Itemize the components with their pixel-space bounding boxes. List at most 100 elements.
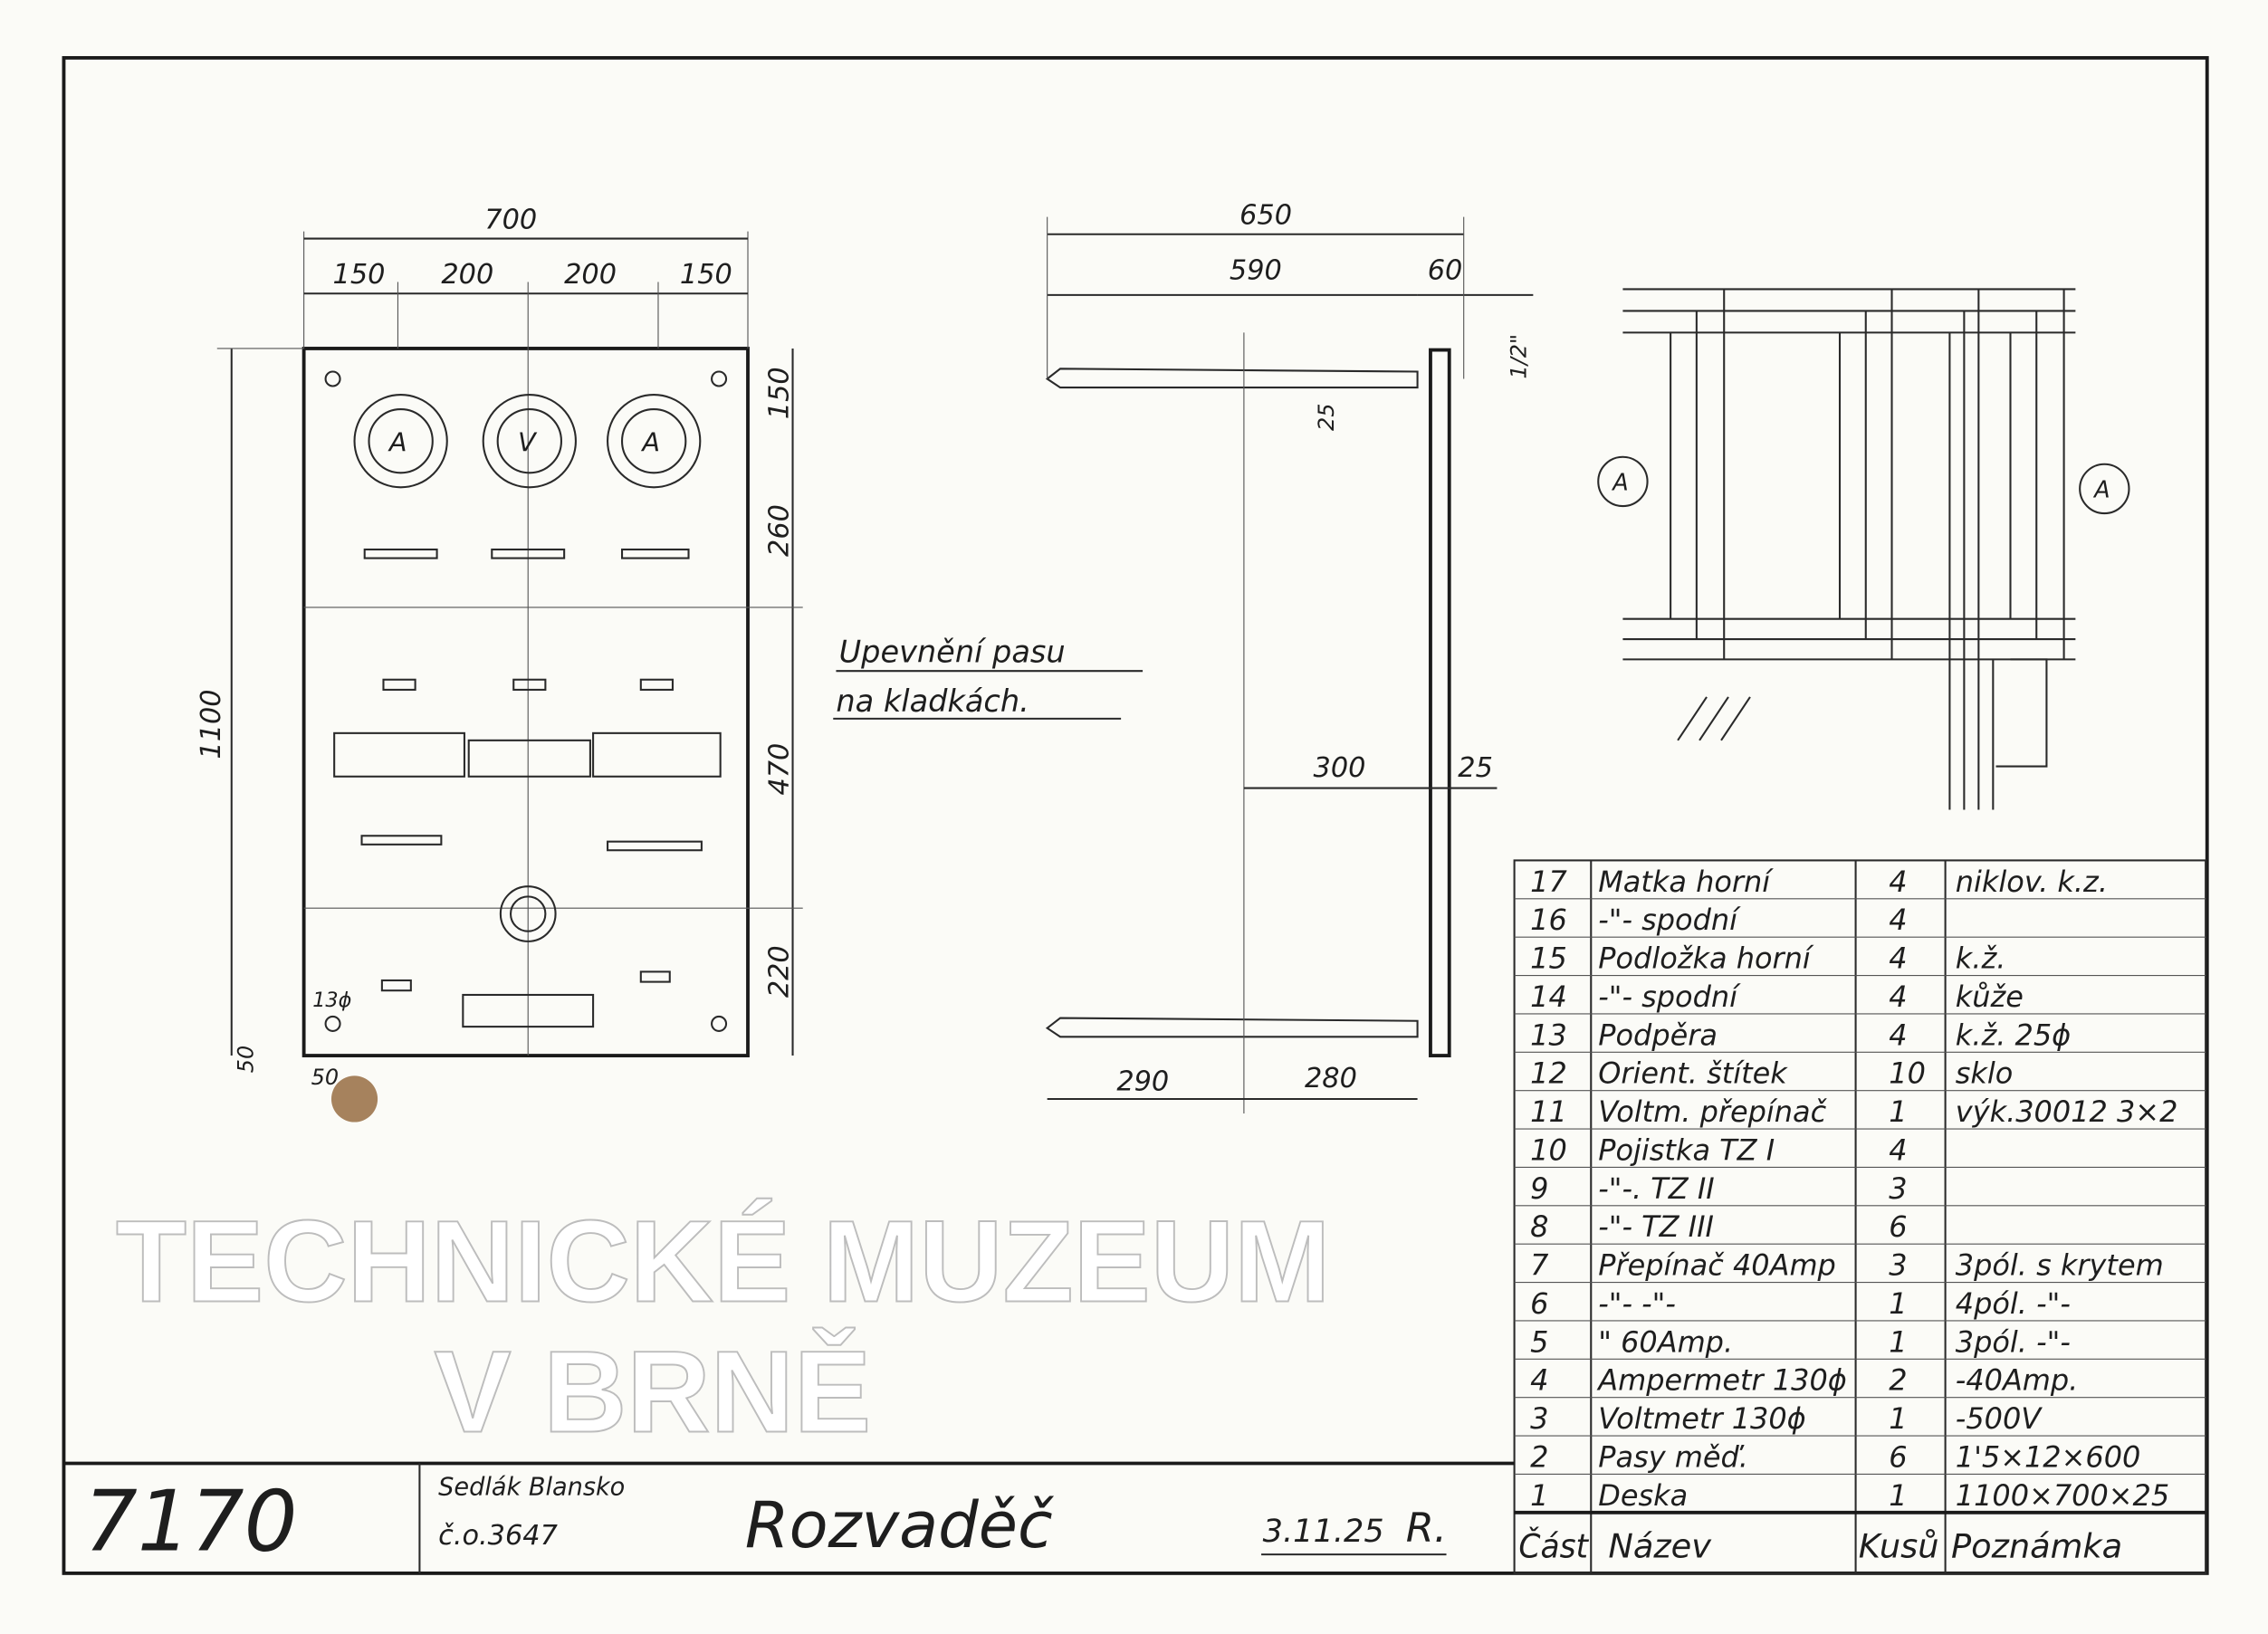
dim-offset-y: 50 bbox=[234, 1046, 259, 1073]
table-cell: 1 bbox=[1889, 1324, 1907, 1359]
drawing-number: 7170 bbox=[84, 1472, 298, 1570]
maker: Sedlák Blansko bbox=[438, 1474, 625, 1502]
table-cell: 4 bbox=[1889, 1132, 1907, 1167]
table-cell: 4 bbox=[1889, 979, 1907, 1014]
table-cell: Voltm. přepínač bbox=[1598, 1094, 1827, 1129]
table-cell: 4 bbox=[1889, 865, 1907, 899]
title-block: 7170 Sedlák Blansko č.o.3647 Rozvaděč 3.… bbox=[63, 1461, 1515, 1573]
dim-150-right: 150 bbox=[680, 259, 732, 291]
table-cell: 3pól. s krytem bbox=[1956, 1248, 2164, 1283]
table-cell: " 60Amp. bbox=[1598, 1324, 1733, 1359]
dim-25-top: 25 bbox=[1314, 404, 1339, 431]
table-cell: 17 bbox=[1530, 865, 1567, 899]
meter-ammeter-2: A bbox=[607, 394, 702, 489]
table-cell: k.ž. bbox=[1956, 941, 2006, 976]
table-cell: -"- spodní bbox=[1598, 979, 1741, 1014]
table-header: Poznámka bbox=[1951, 1526, 2122, 1565]
table-cell: 4 bbox=[1889, 1018, 1907, 1052]
dim-150-left: 150 bbox=[333, 259, 386, 291]
table-cell: 1 bbox=[1889, 1094, 1907, 1129]
table-cell: -"- -"- bbox=[1598, 1286, 1676, 1321]
table-cell: výk.30012 3×2 bbox=[1956, 1094, 2178, 1129]
note-line: Upevnění pasu bbox=[839, 635, 1066, 670]
table-cell: 7 bbox=[1530, 1248, 1549, 1283]
table-cell: 1 bbox=[1530, 1478, 1548, 1513]
table-cell: 3 bbox=[1889, 1171, 1907, 1206]
table-header: Název bbox=[1608, 1526, 1712, 1565]
table-cell: 2 bbox=[1889, 1363, 1907, 1398]
table-cell: Matka horní bbox=[1598, 865, 1774, 899]
table-cell: Přepínač 40Amp bbox=[1598, 1248, 1836, 1283]
table-cell: -"- spodní bbox=[1598, 903, 1741, 937]
mounting-note: Upevnění pasu na kladkách. bbox=[833, 635, 1144, 720]
table-cell: Voltmetr 130ϕ bbox=[1598, 1401, 1806, 1436]
table-cell: 3 bbox=[1889, 1248, 1907, 1283]
table-cell: 14 bbox=[1530, 979, 1567, 1014]
table-cell: 6 bbox=[1889, 1439, 1907, 1474]
table-cell: 1 bbox=[1889, 1401, 1907, 1436]
table-cell: Pojistka TZ I bbox=[1598, 1132, 1775, 1167]
table-cell: 6 bbox=[1889, 1209, 1907, 1244]
table-header: Kusů bbox=[1859, 1526, 1939, 1565]
table-cell: 4pól. -"- bbox=[1956, 1286, 2071, 1321]
panel-outline bbox=[301, 347, 750, 1057]
table-cell: sklo bbox=[1956, 1056, 2014, 1091]
table-cell: -500V bbox=[1956, 1401, 2043, 1436]
table-cell: 8 bbox=[1530, 1209, 1548, 1244]
dim-h150: 150 bbox=[764, 367, 796, 419]
dim-hole: 13ϕ bbox=[312, 989, 351, 1012]
table-cell: Ampermetr 130ϕ bbox=[1596, 1363, 1847, 1398]
table-cell: 3pól. -"- bbox=[1956, 1324, 2071, 1359]
dim-offset-x: 50 bbox=[311, 1065, 339, 1090]
schematic-ammeter-1: A bbox=[1611, 470, 1628, 497]
switches bbox=[333, 548, 722, 1028]
sheet-border bbox=[62, 55, 2209, 1575]
table-cell: 9 bbox=[1530, 1171, 1548, 1206]
watermark-line: TECHNICKÉ MUZEUM bbox=[116, 1198, 1330, 1327]
drawing-title: Rozvaděč bbox=[745, 1488, 1055, 1562]
dim-200-b: 200 bbox=[564, 259, 617, 291]
table-cell: 13 bbox=[1530, 1018, 1567, 1052]
table-cell: 1100×700×25 bbox=[1956, 1478, 2169, 1513]
dim-h470: 470 bbox=[764, 743, 796, 796]
dim-25-bar: 25 bbox=[1458, 752, 1493, 784]
side-view: 650 590 60 1/2" 25 300 25 290 280 bbox=[1045, 200, 1534, 1113]
table-cell: 10 bbox=[1530, 1132, 1567, 1167]
meter-label: A bbox=[388, 426, 407, 457]
meter-label: A bbox=[640, 426, 660, 457]
dim-650: 650 bbox=[1239, 200, 1292, 232]
table-cell: 1'5×12×600 bbox=[1956, 1439, 2141, 1474]
table-cell: 1 bbox=[1889, 1478, 1907, 1513]
table-cell: 12 bbox=[1530, 1056, 1567, 1091]
meter-ammeter-1: A bbox=[353, 394, 448, 489]
dim-300: 300 bbox=[1314, 752, 1366, 784]
table-cell: Pasy měď. bbox=[1598, 1439, 1748, 1474]
stain bbox=[330, 1075, 378, 1123]
table-cell: 6 bbox=[1530, 1286, 1548, 1321]
table-header: Část bbox=[1518, 1525, 1589, 1565]
table-cell: -"-. TZ II bbox=[1598, 1171, 1714, 1206]
watermark-line: V BRNĚ bbox=[434, 1327, 871, 1457]
meter-voltmeter: V bbox=[482, 394, 577, 489]
date: 3.11.25 bbox=[1263, 1513, 1384, 1550]
wiring-schematic: A A bbox=[1597, 288, 2130, 810]
meter-label: V bbox=[518, 426, 538, 457]
table-cell: 1 bbox=[1889, 1286, 1907, 1321]
table-cell: Podložka horní bbox=[1598, 941, 1814, 976]
table-cell: 10 bbox=[1889, 1056, 1926, 1091]
dim-200-a: 200 bbox=[441, 259, 493, 291]
dim-700: 700 bbox=[484, 204, 537, 235]
dim-h260: 260 bbox=[764, 504, 796, 557]
dim-h220: 220 bbox=[764, 945, 796, 998]
table-cell: kůže bbox=[1956, 979, 2024, 1014]
note-line: na kladkách. bbox=[836, 683, 1029, 719]
dim-280: 280 bbox=[1305, 1063, 1357, 1094]
dim-1100: 1100 bbox=[196, 689, 227, 759]
order-number: č.o.3647 bbox=[438, 1520, 558, 1552]
table-cell: -40Amp. bbox=[1956, 1363, 2079, 1398]
signature: R. bbox=[1406, 1504, 1447, 1552]
dim-290: 290 bbox=[1116, 1065, 1169, 1097]
